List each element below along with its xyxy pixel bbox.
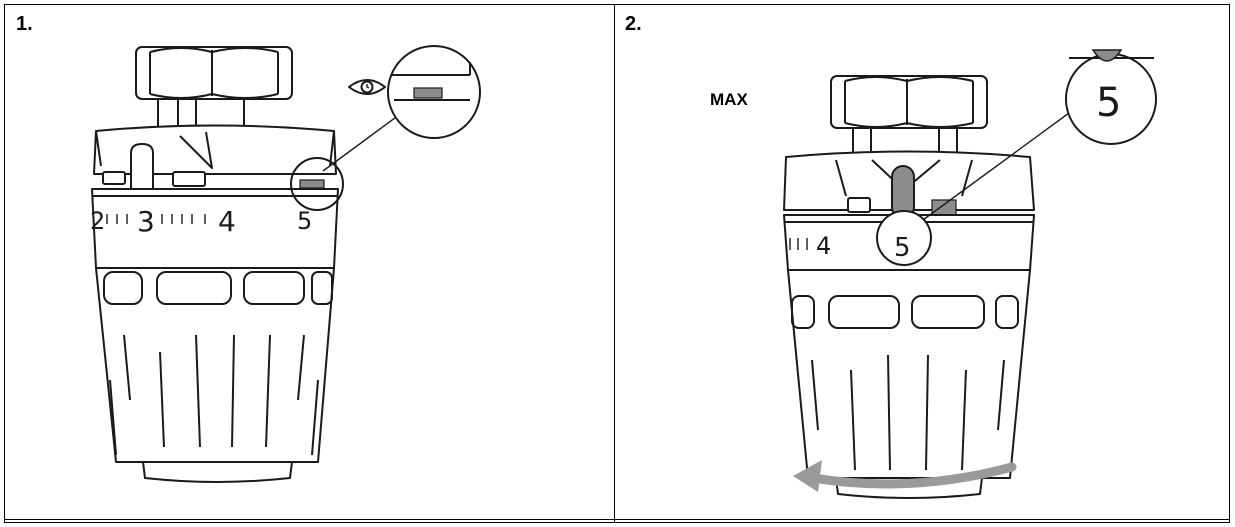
step-2-label: 2. [625,13,642,35]
knob-body [95,267,335,463]
magnified-digit: 5 [1096,80,1121,126]
hex-nut-2 [830,75,988,129]
scale-ticks [106,214,206,224]
rotation-arrow-icon [793,460,1017,492]
panel-divider [614,4,615,523]
hex-nut [135,46,293,100]
scale-number-2: 2 [90,207,105,235]
knob-base [142,461,293,483]
knob-body-2 [787,269,1031,479]
step-1-label: 1. [16,13,33,35]
thermostat-head-1 [91,45,481,483]
scale-number-4: 4 [218,205,236,238]
scale-number-4-panel2: 4 [816,232,831,260]
scale-number-5: 5 [297,207,312,235]
detail-callout-small [290,157,344,211]
lever-slider [130,143,154,191]
thermostat-head-2 [783,49,1157,499]
figure-frame [4,4,1230,523]
max-label: MAX [710,90,748,109]
indicator-mark [299,179,325,189]
bottom-divider [4,519,1230,520]
window-callout [876,210,932,266]
scale-number-3: 3 [137,205,155,238]
window-digit: 5 [894,233,911,263]
eye-icon [348,79,386,95]
